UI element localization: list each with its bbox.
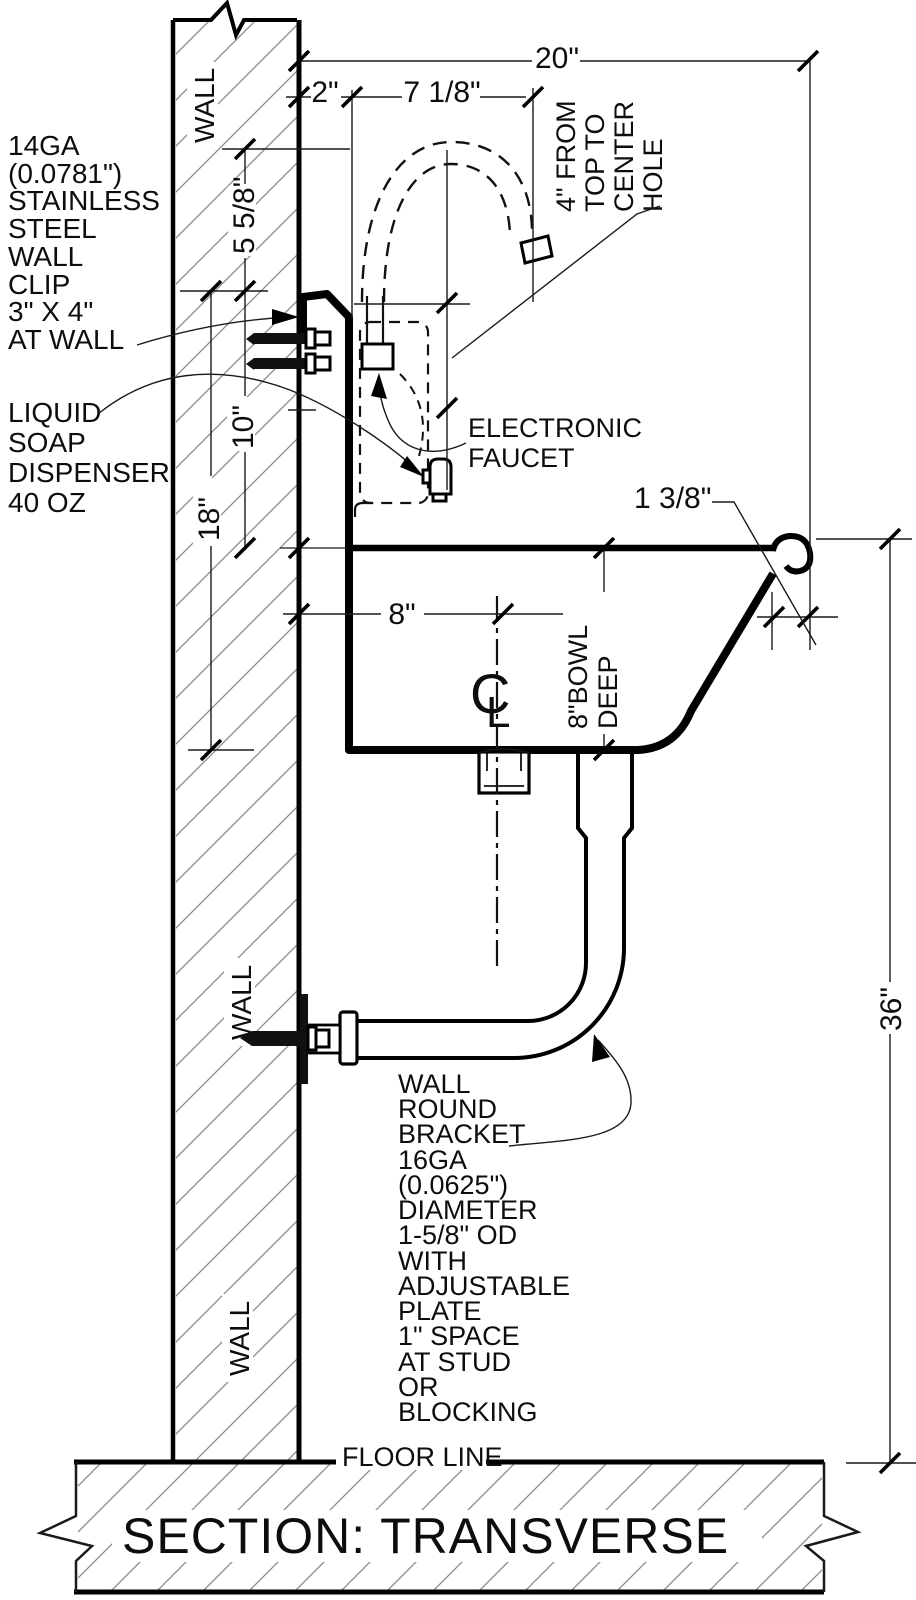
- faucet-solenoid: [360, 342, 395, 371]
- clip-bolts: [246, 327, 332, 375]
- sink-profile: [299, 290, 777, 754]
- sink-outline: [299, 290, 814, 754]
- dim-2-text: 2": [311, 76, 338, 109]
- bracket-arrowhead: [592, 1034, 610, 1062]
- dim-7-18-text: 7 1/8": [403, 76, 480, 109]
- bowl-depth-line1: 8"BOWL: [563, 625, 593, 729]
- svg-text:STAINLESS: STAINLESS: [8, 185, 160, 216]
- svg-text:OR: OR: [398, 1372, 439, 1402]
- svg-text:LIQUID: LIQUID: [8, 397, 101, 428]
- floor-break-right: [803, 1462, 862, 1592]
- note-soap: LIQUID SOAP DISPENSER 40 OZ: [8, 373, 424, 518]
- wall-round-bracket-tube: [300, 752, 634, 1084]
- svg-text:(0.0781"): (0.0781"): [8, 158, 122, 189]
- svg-text:AT WALL: AT WALL: [8, 324, 124, 355]
- dimension-left-stack: 5 5/8" 10" 18": [193, 137, 261, 762]
- center-hole-leader: [451, 205, 661, 359]
- wall-label-bottom: WALL: [224, 1301, 255, 1376]
- bracket-leader: [508, 1039, 632, 1147]
- note-electronic-faucet: ELECTRONIC FAUCET: [371, 373, 642, 473]
- svg-text:WALL: WALL: [8, 241, 83, 272]
- svg-text:PLATE: PLATE: [398, 1296, 482, 1326]
- svg-text:WITH: WITH: [398, 1246, 467, 1276]
- dim-10-text: 10": [227, 405, 260, 449]
- mounting-screw: [240, 1025, 331, 1052]
- dim-5-58-text: 5 5/8": [228, 177, 261, 254]
- wall-section: WALL WALL WALL: [170, 0, 302, 1461]
- svg-text:3" X 4": 3" X 4": [8, 296, 93, 327]
- svg-text:1" SPACE: 1" SPACE: [398, 1321, 520, 1351]
- svg-text:ELECTRONIC: ELECTRONIC: [468, 413, 642, 443]
- svg-text:STEEL: STEEL: [8, 213, 97, 244]
- dimension-overall-20: 20": [287, 42, 820, 75]
- extension-lines: [180, 61, 916, 1464]
- drawing-title: SECTION: TRANSVERSE: [122, 1508, 729, 1564]
- drain-strainer: [477, 747, 531, 795]
- note-bracket: WALL ROUND BRACKET 16GA (0.0625") DIAMET…: [398, 1034, 632, 1427]
- svg-text:BLOCKING: BLOCKING: [398, 1397, 538, 1427]
- dim-1-38-text: 1 3/8": [634, 482, 711, 515]
- soap-nozzle: [428, 457, 453, 496]
- dimension-height-36: 36": [875, 527, 908, 1475]
- bracket-collar: [338, 1010, 359, 1066]
- svg-text:WALL: WALL: [398, 1069, 471, 1099]
- wall-top-break: [173, 0, 297, 41]
- bracket-outer-edge: [357, 752, 634, 1060]
- svg-text:TOP TO: TOP TO: [580, 113, 610, 212]
- floor-break-left: [36, 1462, 95, 1592]
- faucet-spout-end: [519, 234, 554, 265]
- rim-lip-leader: [712, 501, 817, 646]
- svg-text:ROUND: ROUND: [398, 1094, 497, 1124]
- dim-20-text: 20": [535, 42, 579, 75]
- deck-ledge: [353, 501, 371, 517]
- svg-text:CLIP: CLIP: [8, 269, 70, 300]
- svg-text:DIAMETER: DIAMETER: [398, 1195, 538, 1225]
- svg-text:HOLE: HOLE: [638, 138, 668, 212]
- wall-label-top: WALL: [189, 68, 220, 143]
- gooseneck-outer-arc: [360, 140, 534, 303]
- clip-arrowhead: [272, 309, 299, 325]
- note-center-hole: 4" FROM TOP TO CENTER HOLE: [435, 100, 668, 420]
- svg-text:(0.0625"): (0.0625"): [398, 1170, 508, 1200]
- note-wall-clip: 14GA (0.0781") STAINLESS STEEL WALL CLIP…: [8, 130, 299, 355]
- svg-text:SOAP: SOAP: [8, 427, 86, 458]
- bracket-inner-edge: [357, 752, 588, 1023]
- svg-text:1-5/8" OD: 1-5/8" OD: [398, 1220, 517, 1250]
- svg-text:40 OZ: 40 OZ: [8, 487, 86, 518]
- svg-text:C: C: [470, 662, 510, 725]
- bowl-depth-line2: DEEP: [593, 655, 623, 729]
- dimension-bowl-depth: 8"BOWL DEEP: [563, 536, 623, 762]
- soap-leader: [97, 373, 420, 473]
- svg-text:4" FROM: 4" FROM: [551, 100, 581, 212]
- dim-36-text: 36": [875, 987, 908, 1031]
- wall-label-middle: WALL: [226, 965, 257, 1040]
- centerline-symbol: C L: [470, 662, 510, 737]
- electronic-faucet-assembly: [360, 140, 554, 371]
- dimension-splash-2: 2" 7 1/8": [286, 76, 545, 109]
- svg-text:DISPENSER: DISPENSER: [8, 457, 170, 488]
- soap-dispenser: [358, 320, 453, 505]
- dim-18-text: 18": [193, 497, 226, 541]
- svg-text:CENTER: CENTER: [609, 101, 639, 212]
- svg-text:14GA: 14GA: [8, 130, 80, 161]
- floor-slab: FLOOR LINE SECTION: TRANSVERSE: [36, 1441, 862, 1595]
- rim-rolled-edge: [770, 532, 814, 575]
- dim-8-text: 8": [388, 598, 415, 631]
- soap-tube-dashed: [399, 373, 425, 457]
- floor-line-label: FLOOR LINE: [342, 1442, 503, 1472]
- svg-text:ADJUSTABLE: ADJUSTABLE: [398, 1271, 570, 1301]
- soap-tank-dashed: [358, 320, 430, 505]
- svg-text:FAUCET: FAUCET: [468, 443, 575, 473]
- svg-text:L: L: [486, 688, 510, 737]
- svg-text:16GA: 16GA: [398, 1145, 467, 1175]
- svg-text:AT STUD: AT STUD: [398, 1347, 511, 1377]
- dimension-drain-8: 8": [283, 598, 563, 631]
- soap-arrowhead: [400, 456, 424, 477]
- dimension-rim-lip: 1 3/8": [634, 482, 838, 646]
- wall-hatch: [176, 21, 297, 1460]
- faucet-arrowhead: [371, 373, 387, 399]
- svg-text:BRACKET: BRACKET: [398, 1119, 526, 1149]
